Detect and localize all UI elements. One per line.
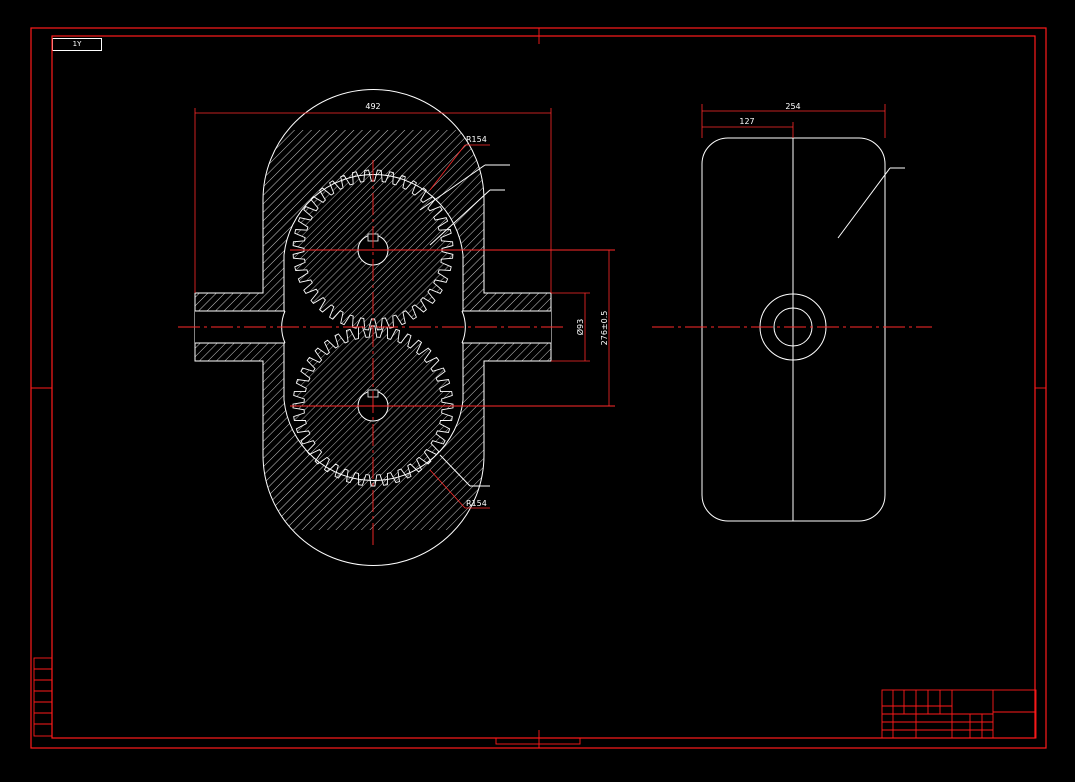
front-view: 492 Ø93 276±0.5 R154 R154 bbox=[178, 89, 615, 566]
revision-strip bbox=[33, 657, 53, 737]
dim-bore-dia: Ø93 bbox=[575, 319, 585, 335]
side-view: 254 127 bbox=[652, 102, 932, 522]
dim-side-width: 254 bbox=[785, 102, 800, 111]
dim-center-distance: 276±0.5 bbox=[600, 311, 609, 346]
dim-radius-top: R154 bbox=[466, 135, 487, 144]
sheet-frame bbox=[30, 27, 1047, 749]
dim-overall-width: 492 bbox=[365, 102, 380, 111]
dim-radius-bottom: R154 bbox=[466, 499, 487, 508]
dim-side-half: 127 bbox=[739, 117, 754, 126]
title-block bbox=[881, 689, 1037, 739]
